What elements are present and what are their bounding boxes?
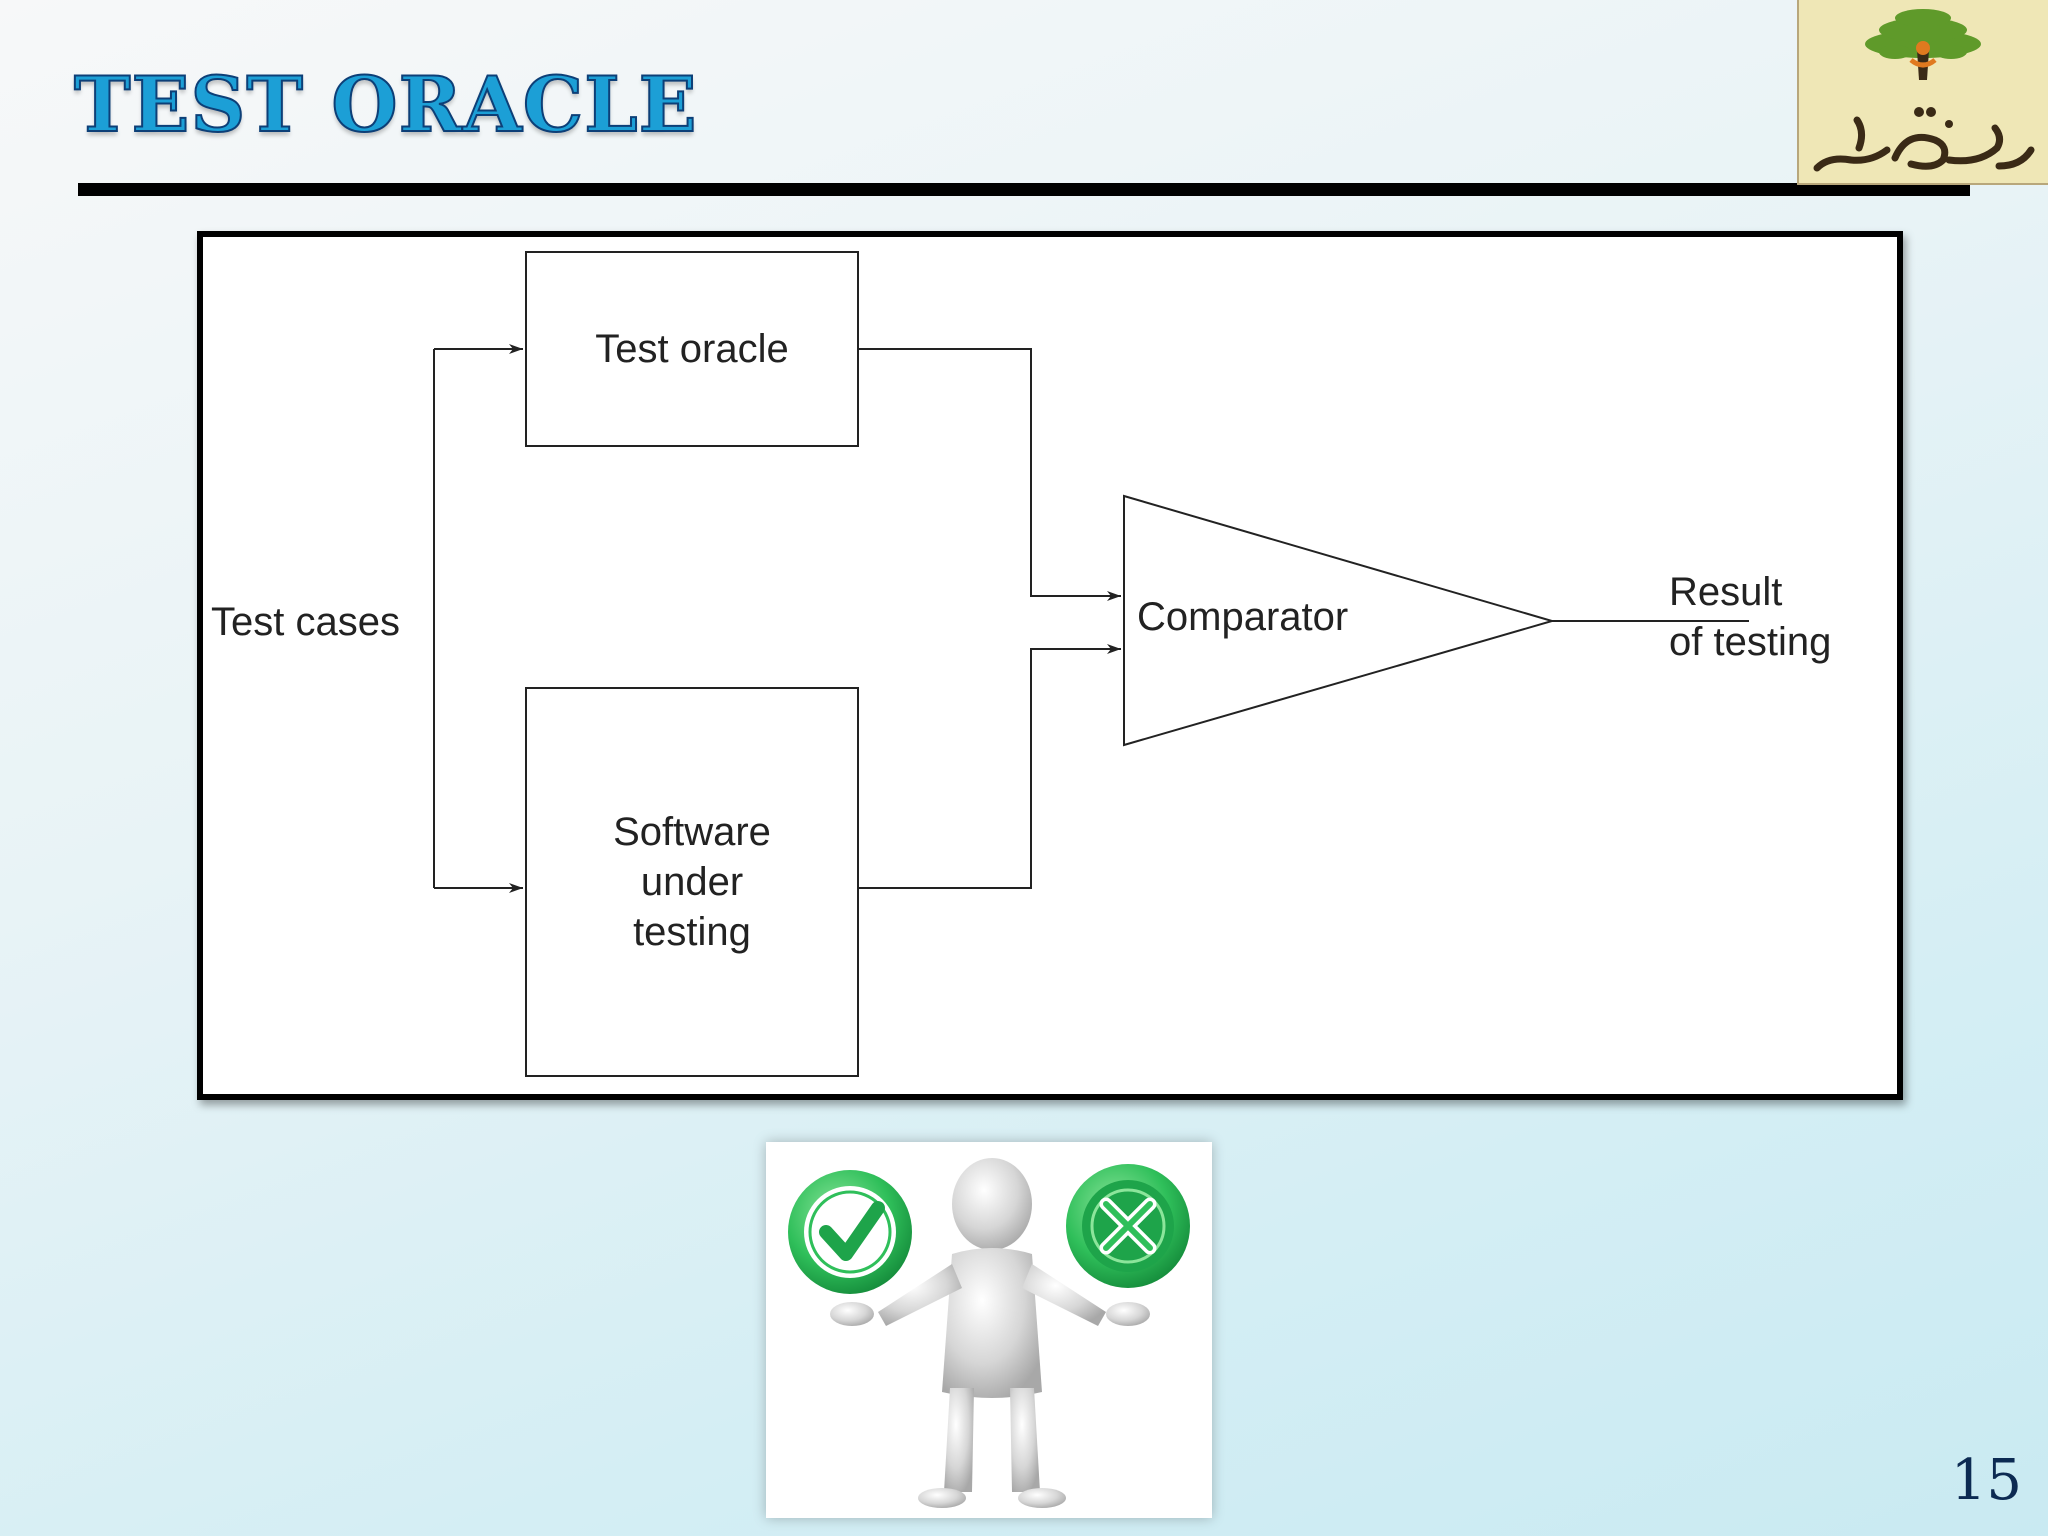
- oracle-to-comparator: [859, 348, 1121, 601]
- test-oracle-box: Test oracle: [525, 251, 859, 447]
- software-box-line-1: Software: [613, 810, 771, 854]
- software-under-testing-box: Software under testing: [525, 687, 859, 1077]
- check-circle-icon: [788, 1170, 912, 1294]
- result-line-2: of testing: [1669, 620, 1832, 664]
- comparator-triangle: [1123, 494, 1556, 747]
- cross-circle-icon: [1066, 1164, 1190, 1288]
- title-divider: [78, 183, 1970, 196]
- pass-fail-figure: [766, 1142, 1212, 1518]
- tree-logo-icon: [1797, 0, 2048, 185]
- test-cases-label: Test cases: [211, 600, 400, 644]
- slide-title: TEST ORACLE: [73, 59, 698, 150]
- test-oracle-box-label: Test oracle: [595, 327, 789, 371]
- diagram-connectors: [433, 344, 1749, 893]
- comparator-label: Comparator: [1137, 595, 1349, 639]
- software-box-line-3: testing: [633, 910, 751, 954]
- result-label: Result of testing: [1669, 567, 1831, 667]
- result-line-1: Result: [1669, 570, 1783, 614]
- page-number: 15: [1950, 1448, 2022, 1513]
- test-oracle-diagram: Test cases Test oracle Software under te…: [197, 231, 1903, 1100]
- software-box-line-2: under: [640, 860, 744, 904]
- software-to-comparator: [859, 644, 1121, 889]
- person-figure: [830, 1158, 1150, 1508]
